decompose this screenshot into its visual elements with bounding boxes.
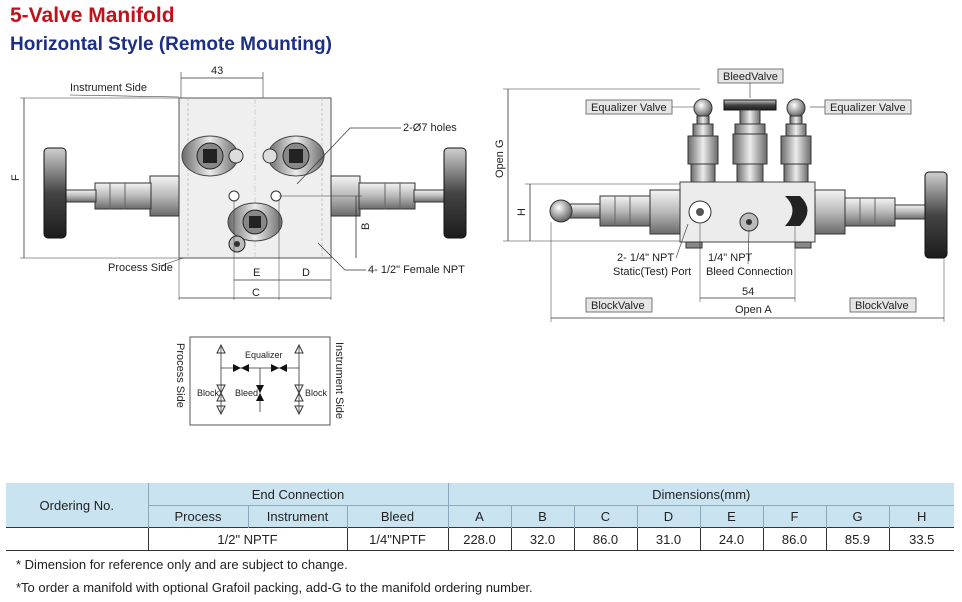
dim-f-label: F <box>10 174 22 181</box>
dim-c-label: C <box>252 287 260 299</box>
equalizer-valve-right-label: Equalizer Valve <box>830 102 906 114</box>
process-instrument-cell: 1/2" NPTF <box>147 527 347 551</box>
dim-d-cell: 31.0 <box>636 527 700 551</box>
equalizer-valve-left-label: Equalizer Valve <box>591 102 667 114</box>
open-g-label: Open G <box>494 139 506 178</box>
bleed-header: Bleed <box>346 505 448 528</box>
dim-e-label: E <box>253 267 260 279</box>
block-valve-left-label: BlockValve <box>591 300 645 312</box>
static-port-label-1: 2- 1/4" NPT <box>617 252 674 264</box>
holes-label: 2-Ø7 holes <box>403 122 457 134</box>
dim-d-header: D <box>636 505 700 528</box>
page-title: 5-Valve Manifold <box>10 4 175 27</box>
dim-43-label: 43 <box>211 65 223 77</box>
schematic-equalizer-label: Equalizer <box>245 350 283 360</box>
schematic-block-right-label: Block <box>305 388 328 398</box>
dim-h-cell: 33.5 <box>888 527 954 551</box>
instrument-header: Instrument <box>247 505 347 528</box>
bleed-valve-label: BleedValve <box>723 71 778 83</box>
dim-54-label: 54 <box>742 286 754 298</box>
open-a-label: Open A <box>735 304 772 316</box>
static-port-label-2: Static(Test) Port <box>613 266 691 278</box>
block-valve-right <box>785 171 948 259</box>
dim-b-cell: 32.0 <box>510 527 574 551</box>
dim-a-header: A <box>447 505 511 528</box>
dim-e-header: E <box>699 505 763 528</box>
block-valve-right-label: BlockValve <box>855 300 909 312</box>
bleed-cell: 1/4"NPTF <box>346 527 448 551</box>
dim-b-label: B <box>360 223 372 230</box>
table-row: 1/2" NPTF 1/4"NPTF 228.0 32.0 86.0 31.0 … <box>6 527 954 551</box>
dim-e-cell: 24.0 <box>699 527 763 551</box>
dim-g-cell: 85.9 <box>825 527 889 551</box>
table-header-row-1: Ordering No. End Connection Dimensions(m… <box>6 483 954 528</box>
bleed-conn-label-1: 1/4" NPT <box>708 252 753 264</box>
dim-f-header: F <box>762 505 826 528</box>
note-reference: * Dimension for reference only and are s… <box>16 557 348 572</box>
dim-d-label: D <box>302 267 310 279</box>
valve-schematic: Process Side Instrument Side Equalizer B… <box>174 336 345 426</box>
end-connection-header: End Connection <box>147 483 448 506</box>
schematic-bleed-label: Bleed <box>235 388 258 398</box>
ordering-no-cell <box>6 527 148 551</box>
dimensions-header: Dimensions(mm) <box>447 483 954 506</box>
equalizer-valve-left <box>687 98 719 183</box>
dim-a-cell: 228.0 <box>447 527 511 551</box>
dim-g-header: G <box>825 505 889 528</box>
ordering-no-header: Ordering No. <box>6 483 148 528</box>
page-subtitle: Horizontal Style (Remote Mounting) <box>10 34 332 55</box>
dim-c-cell: 86.0 <box>573 527 637 551</box>
process-header: Process <box>147 505 248 528</box>
schematic-instrument-side: Instrument Side <box>333 342 345 419</box>
instrument-side-label: Instrument Side <box>70 82 147 94</box>
side-view: BleedValve Equalizer Valve Equalizer Val… <box>494 68 948 322</box>
dim-h-header: H <box>888 505 954 528</box>
dim-h-label: H <box>516 208 528 216</box>
dim-c-header: C <box>573 505 637 528</box>
bleed-valve-top <box>723 99 777 183</box>
technical-drawing: 43 Instrument Side F <box>10 65 948 426</box>
female-npt-label: 4- 1/2" Female NPT <box>368 264 465 276</box>
process-side-label: Process Side <box>108 262 173 274</box>
dimensions-table: Ordering No. End Connection Dimensions(m… <box>6 483 954 551</box>
bleed-conn-label-2: Bleed Connection <box>706 266 793 278</box>
note-grafoil: *To order a manifold with optional Grafo… <box>16 580 533 595</box>
table-header-row-2: Process Instrument Bleed A B C D E F G H <box>6 505 954 528</box>
dim-b-header: B <box>510 505 574 528</box>
schematic-process-side: Process Side <box>174 343 186 408</box>
front-view: 43 Instrument Side F <box>10 65 467 300</box>
block-valve-left <box>549 189 681 235</box>
equalizer-valve-right <box>780 98 812 183</box>
dim-f-cell: 86.0 <box>762 527 826 551</box>
schematic-block-left-label: Block <box>197 388 220 398</box>
